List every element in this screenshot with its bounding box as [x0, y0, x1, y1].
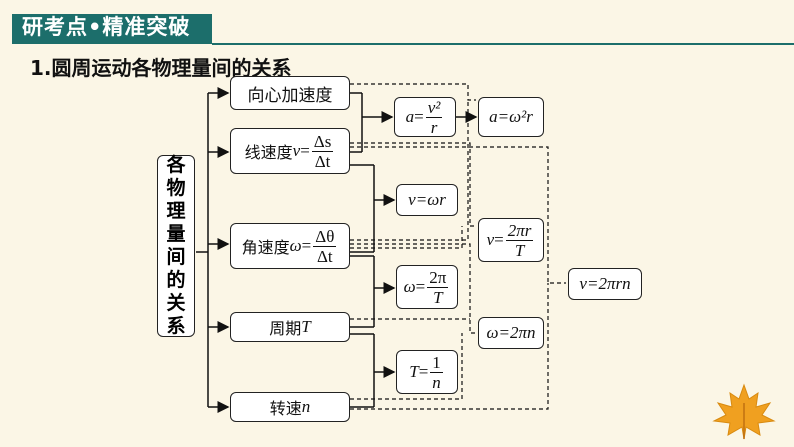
- formula-v-omega-r: v=ωr: [396, 184, 458, 216]
- node-label: 线速度: [244, 143, 293, 162]
- formula-lhs: ω: [403, 277, 416, 296]
- formula-a-omega2-r: a=ω²r: [478, 97, 544, 137]
- fraction-numerator: 2π: [427, 267, 449, 288]
- fraction-numerator: Δs: [311, 131, 334, 152]
- node-eq: =: [300, 141, 310, 160]
- node-var: ω: [289, 236, 302, 255]
- header-underline: [212, 43, 794, 45]
- node-label: 周期: [269, 319, 302, 338]
- root-char: 关: [166, 292, 186, 314]
- root-char: 理: [166, 200, 186, 222]
- fraction-numerator: 2πr: [505, 220, 534, 241]
- fraction-denominator: Δt: [314, 151, 331, 171]
- fraction-numerator: v²: [425, 97, 443, 118]
- header-background: [12, 14, 212, 44]
- fraction-denominator: Δt: [316, 246, 333, 266]
- header-title: 研考点•精准突破: [22, 15, 191, 39]
- root-char: 系: [166, 315, 186, 337]
- formula-lhs: a: [405, 107, 415, 126]
- node-eq: =: [301, 236, 312, 255]
- root-char: 间: [166, 246, 186, 268]
- formula-eq: =: [414, 107, 424, 126]
- root-char: 量: [166, 223, 186, 245]
- node-label: 转速: [269, 399, 302, 418]
- formula-text: ω=2πn: [486, 323, 536, 342]
- node-var: n: [301, 397, 311, 416]
- formula-lhs: T: [409, 362, 419, 381]
- fraction-numerator: Δθ: [313, 226, 337, 247]
- formula-v-2pirn: v=2πrn: [568, 268, 642, 300]
- formula-lhs: v: [486, 230, 495, 249]
- root-char: 的: [166, 269, 186, 291]
- fraction-denominator: n: [432, 372, 441, 392]
- formula-text: v=ωr: [408, 190, 446, 209]
- formula-eq: =: [418, 362, 429, 381]
- formula-text: v=2πrn: [579, 274, 631, 293]
- formula-text: a=ω²r: [489, 107, 533, 126]
- node-centripetal-acceleration: 向心加速度: [230, 76, 350, 110]
- formula-omega-2pin: ω=2πn: [478, 317, 544, 349]
- fraction-denominator: T: [514, 240, 525, 260]
- node-var: T: [301, 317, 311, 336]
- fraction-denominator: r: [430, 117, 438, 137]
- header-bar: [0, 10, 794, 46]
- fraction-denominator: T: [433, 287, 443, 307]
- root-char: 各: [166, 154, 186, 176]
- node-label: 角速度: [241, 238, 290, 257]
- node-var: v: [292, 141, 301, 160]
- fraction-numerator: 1: [430, 352, 443, 373]
- maple-leaf-icon: [712, 383, 776, 440]
- root-node: 各 物 理 量 间 的 关 系: [157, 154, 195, 337]
- formula-eq: =: [415, 277, 426, 296]
- formula-eq: =: [494, 230, 504, 249]
- root-char: 物: [166, 177, 186, 199]
- node-label: 向心加速度: [247, 85, 333, 106]
